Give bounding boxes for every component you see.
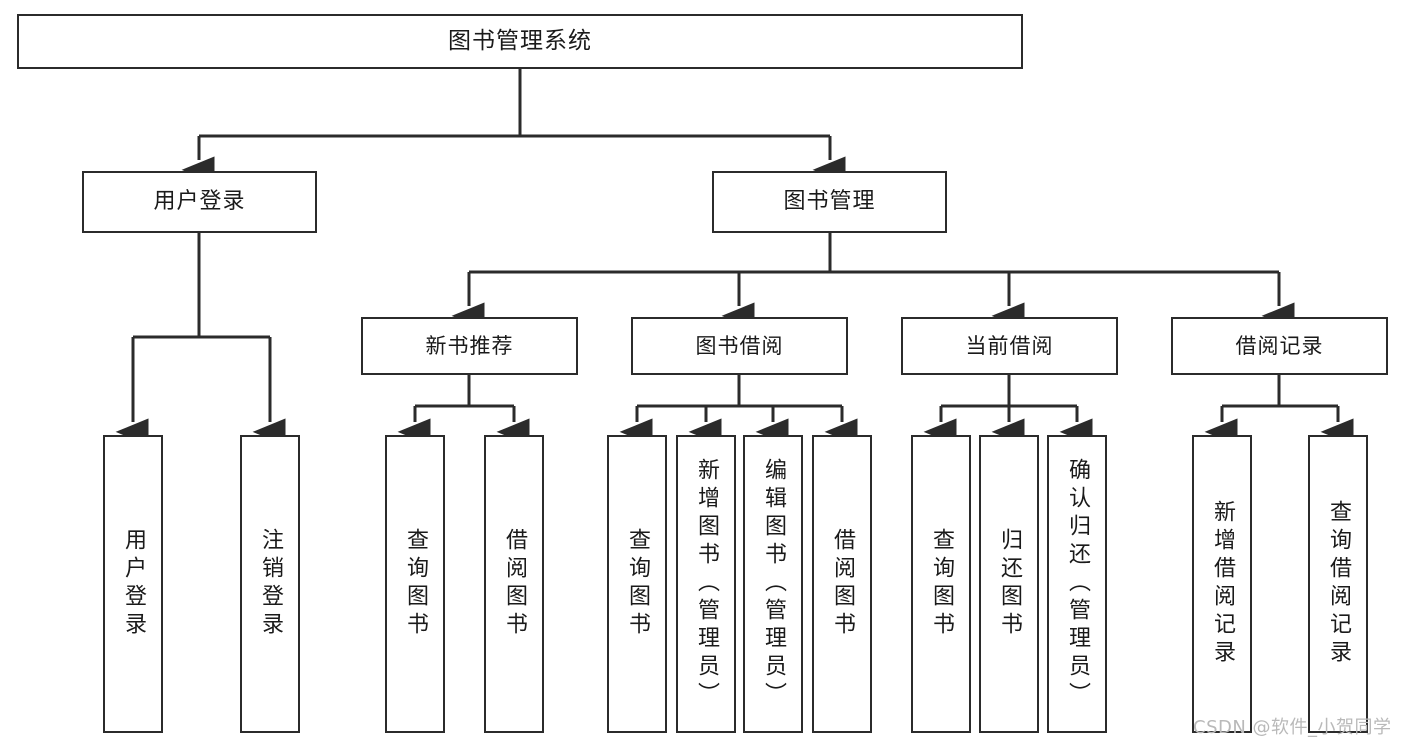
leaf-recommend-query-book[interactable]: 查询图书 (385, 435, 445, 733)
node-user-login[interactable]: 用户登录 (82, 171, 317, 233)
node-new-book-recommend[interactable]: 新书推荐 (361, 317, 578, 375)
node-label: 查询图书 (928, 528, 954, 640)
node-label: 图书管理系统 (448, 27, 592, 54)
leaf-current-query-book[interactable]: 查询图书 (911, 435, 971, 733)
node-label: 借阅图书 (829, 528, 855, 640)
node-label: 新增借阅记录 (1209, 500, 1235, 668)
node-label: 注销登录 (257, 528, 283, 640)
leaf-borrow-query-book[interactable]: 查询图书 (607, 435, 667, 733)
node-label: 新书推荐 (425, 333, 514, 358)
node-label: 查询图书 (402, 528, 428, 640)
node-label: 确认归还（管理员） (1064, 458, 1090, 710)
leaf-user-login[interactable]: 用户登录 (103, 435, 163, 733)
node-book-borrow[interactable]: 图书借阅 (631, 317, 848, 375)
watermark-text: CSDN @软件_小贺同学 (1193, 717, 1392, 738)
node-label: 用户登录 (120, 528, 146, 640)
node-label: 图书管理 (783, 189, 876, 215)
leaf-borrow-add-book-admin[interactable]: 新增图书（管理员） (676, 435, 736, 733)
leaf-current-confirm-return-admin[interactable]: 确认归还（管理员） (1047, 435, 1107, 733)
node-root-system[interactable]: 图书管理系统 (17, 14, 1023, 69)
leaf-user-logout[interactable]: 注销登录 (240, 435, 300, 733)
node-label: 图书借阅 (695, 333, 784, 358)
node-label: 新增图书（管理员） (693, 458, 719, 710)
node-label: 用户登录 (153, 189, 246, 215)
node-label: 查询借阅记录 (1325, 500, 1351, 668)
leaf-record-add-borrow-record[interactable]: 新增借阅记录 (1192, 435, 1252, 733)
node-label: 当前借阅 (965, 333, 1054, 358)
node-label: 借阅图书 (501, 528, 527, 640)
leaf-record-query-borrow-record[interactable]: 查询借阅记录 (1308, 435, 1368, 733)
node-book-management[interactable]: 图书管理 (712, 171, 947, 233)
node-current-borrow[interactable]: 当前借阅 (901, 317, 1118, 375)
node-label: 归还图书 (996, 528, 1022, 640)
leaf-recommend-borrow-book[interactable]: 借阅图书 (484, 435, 544, 733)
node-label: 借阅记录 (1235, 333, 1324, 358)
leaf-current-return-book[interactable]: 归还图书 (979, 435, 1039, 733)
node-borrow-record[interactable]: 借阅记录 (1171, 317, 1388, 375)
leaf-borrow-edit-book-admin[interactable]: 编辑图书（管理员） (743, 435, 803, 733)
node-label: 查询图书 (624, 528, 650, 640)
node-label: 编辑图书（管理员） (760, 458, 786, 710)
leaf-borrow-borrow-book[interactable]: 借阅图书 (812, 435, 872, 733)
